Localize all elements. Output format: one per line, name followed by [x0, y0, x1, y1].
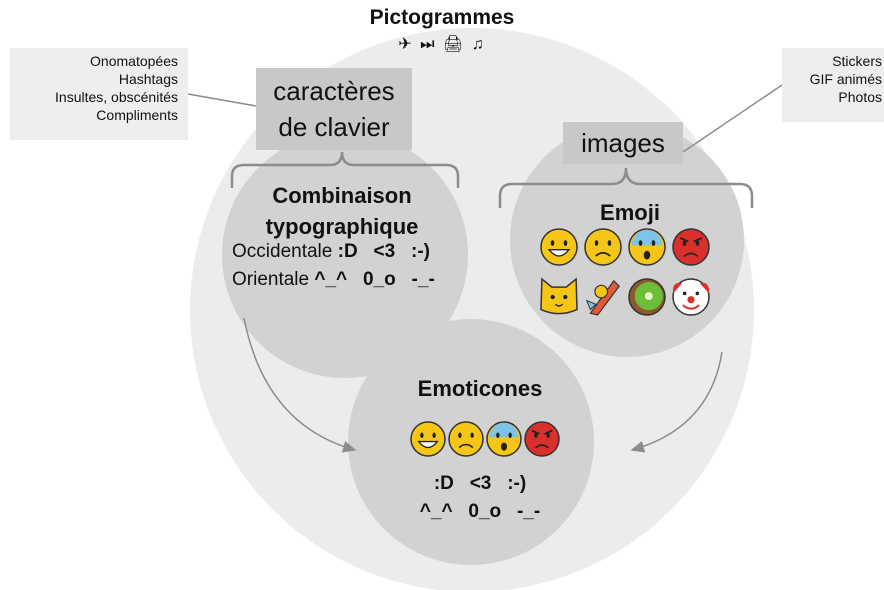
clown-icon	[672, 278, 710, 316]
note-stickers: Stickers	[832, 53, 882, 69]
combination-heading-line1: Combinaison	[272, 183, 412, 208]
emoticones-line1: :D <3 :-)	[433, 473, 527, 494]
occidental-value: :D <3 :-)	[337, 241, 430, 262]
fearful-face-icon	[486, 421, 522, 457]
angry-face-icon	[524, 421, 560, 457]
keyboard-box-line2: de clavier	[278, 112, 390, 142]
grinning-face-icon	[540, 228, 578, 266]
note-gif: GIF animés	[809, 71, 882, 87]
oriental-line: Orientale ^_^ 0_o -_-	[232, 269, 502, 291]
rocket-person-icon	[585, 279, 620, 316]
diagram-title: Pictogrammes	[369, 6, 515, 29]
note-photos: Photos	[838, 89, 882, 105]
combination-circle	[222, 132, 468, 378]
note-insultes: Insultes, obscénités	[55, 89, 178, 105]
keyboard-box-line1: caractères	[273, 76, 395, 106]
angry-face-icon	[672, 228, 710, 266]
left-note-connector	[187, 93, 257, 107]
cat-face-icon	[540, 277, 578, 315]
combination-heading-line2: typographique	[265, 214, 419, 239]
oriental-label: Orientale	[232, 269, 310, 290]
right-note-box: Stickers GIF animés Photos	[782, 48, 884, 122]
emoticones-line2: ^_^ 0_o -_-	[419, 501, 541, 522]
emoji-objects-row	[540, 277, 710, 316]
emoji-bracket	[498, 167, 754, 208]
note-hashtags: Hashtags	[118, 71, 178, 87]
left-note-box: Onomatopées Hashtags Insultes, obscénité…	[10, 48, 188, 140]
note-compliments: Compliments	[96, 107, 178, 123]
pictogram-icons: ✈ ⏭ 🖨 ♫	[398, 36, 486, 53]
combination-heading: Combinaison typographique	[222, 180, 462, 242]
occidental-label: Occidentale	[232, 241, 333, 262]
frowning-face-icon	[448, 421, 484, 457]
note-onomatopees: Onomatopées	[90, 53, 178, 69]
frowning-face-icon	[584, 228, 622, 266]
emoticones-heading: Emoticones	[417, 376, 543, 401]
grinning-face-icon	[410, 421, 446, 457]
kiwi-icon	[628, 278, 666, 316]
emoji-heading: Emoji	[600, 200, 660, 225]
images-box: images	[563, 122, 683, 164]
keyboard-characters-box: caractères de clavier	[256, 68, 412, 150]
emoji-faces-row	[540, 228, 710, 266]
right-note-connector	[682, 84, 783, 153]
combination-bracket	[230, 151, 460, 188]
arrow-to-emoticones-right	[630, 351, 723, 453]
oriental-value: ^_^ 0_o -_-	[314, 269, 435, 290]
fearful-face-icon	[628, 228, 666, 266]
emoticones-faces-row	[410, 421, 560, 457]
arrow-to-emoticones-left	[243, 317, 357, 453]
occidental-line: Occidentale :D <3 :-)	[232, 241, 502, 263]
